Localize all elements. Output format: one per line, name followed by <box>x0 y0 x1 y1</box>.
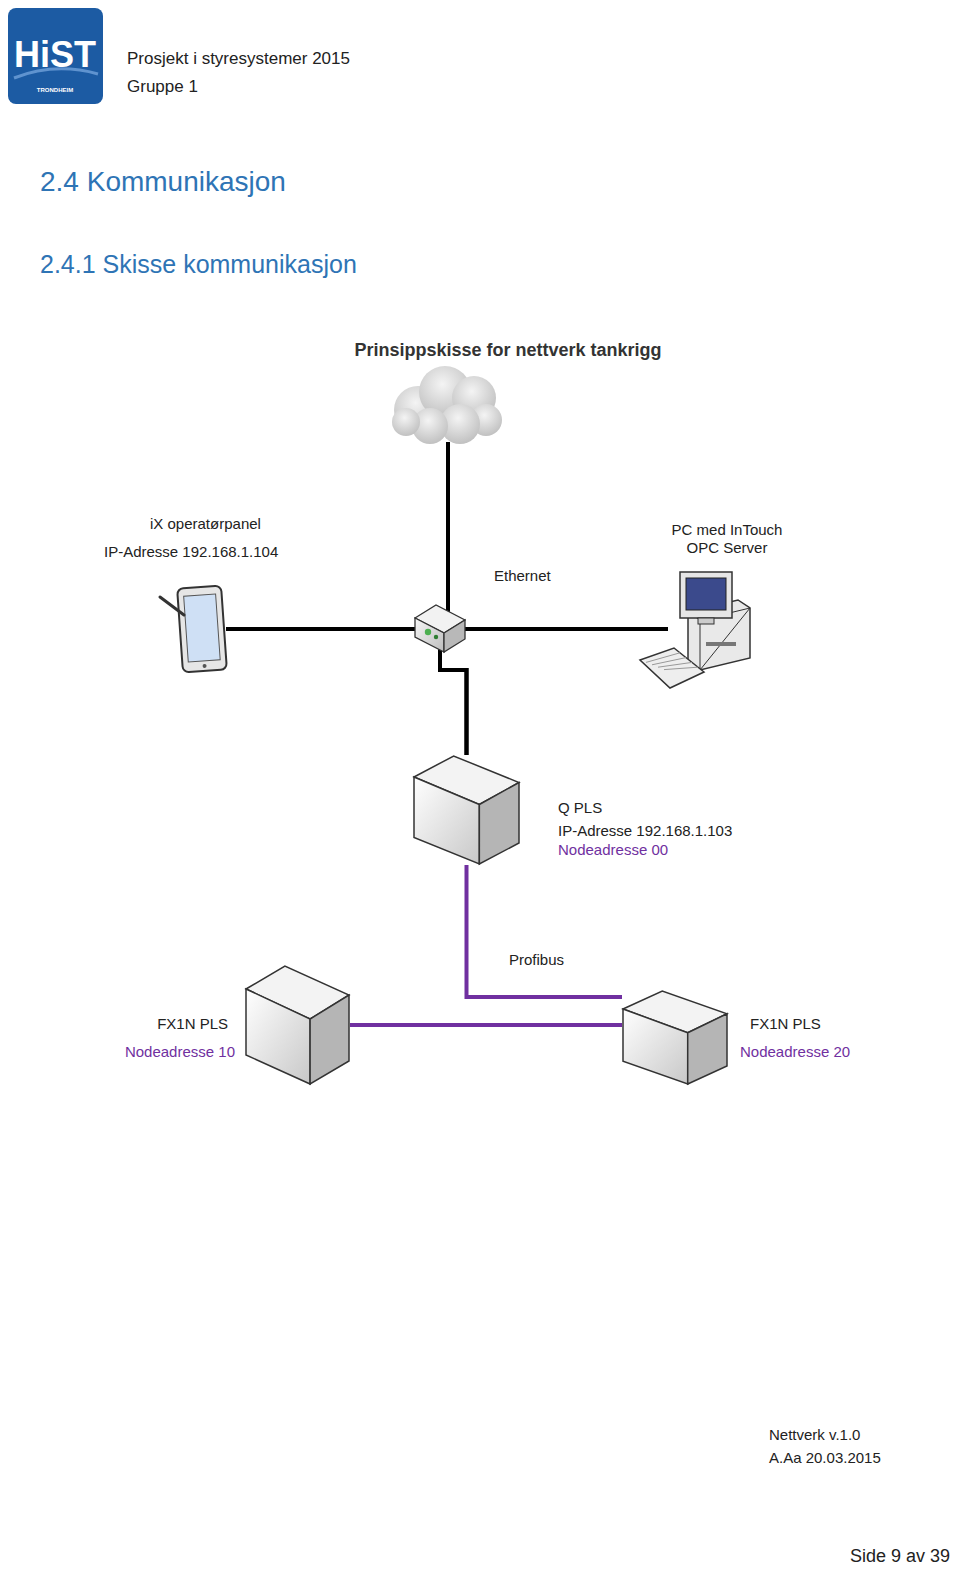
tablet-icon <box>160 586 227 673</box>
device-name: PC med InTouch <box>672 521 783 538</box>
cube-icon <box>246 966 349 1084</box>
profibus-cable <box>350 1023 622 1027</box>
revision-note: Nettverk v.1.0 <box>769 1426 860 1443</box>
cube-icon <box>414 756 519 864</box>
network-switch <box>415 605 465 652</box>
device-address: IP-Adresse 192.168.1.104 <box>104 543 278 560</box>
profibus-cable <box>467 865 623 997</box>
operator-panel: iX operatørpanelIP-Adresse 192.168.1.104 <box>178 585 226 673</box>
subsection-heading: 2.4.1 Skisse kommunikasjon <box>40 250 357 279</box>
internet-cloud <box>392 366 502 444</box>
tablet-figure <box>178 585 226 673</box>
uplink-wire <box>446 442 450 612</box>
logo-subtext: TRONDHEIM <box>37 87 73 94</box>
cube-icon <box>623 991 727 1084</box>
revision-note: A.Aa 20.03.2015 <box>769 1449 881 1466</box>
header-text: Gruppe 1 <box>127 77 198 97</box>
cube-figure <box>622 990 728 1085</box>
device-address: OPC Server <box>687 539 768 556</box>
cube-figure <box>413 755 520 865</box>
device-name: iX operatørpanel <box>150 515 261 532</box>
device-address: Nodeadresse 20 <box>740 1043 850 1060</box>
plc-box: FX1N PLSNodeadresse 10 <box>245 965 350 1085</box>
device-address: IP-Adresse 192.168.1.103 <box>558 822 732 839</box>
cube-figure <box>245 965 350 1085</box>
device-name: Q PLS <box>558 799 602 816</box>
device-name: FX1N PLS <box>750 1015 821 1032</box>
section-heading: 2.4 Kommunikasjon <box>40 166 286 198</box>
connector-label: Ethernet <box>492 567 553 584</box>
device-address: Nodeadresse 00 <box>558 841 668 858</box>
ethernet-cable <box>440 629 668 755</box>
device-address: Nodeadresse 10 <box>125 1043 235 1060</box>
diagram-title: Prinsippskisse for nettverk tankrigg <box>354 340 661 361</box>
pc-workstation: PC med InTouchOPC Server <box>668 570 750 690</box>
ethernet-cable <box>226 629 467 755</box>
plc-box: Q PLSIP-Adresse 192.168.1.103Nodeadresse… <box>413 755 520 865</box>
page-number: Side 9 av 39 <box>850 1546 950 1567</box>
logo <box>8 8 103 104</box>
pc-icon <box>640 572 750 688</box>
device-name: FX1N PLS <box>157 1015 228 1032</box>
pc-figure <box>668 570 750 690</box>
connector-label: Profibus <box>507 951 566 968</box>
logo-text: HiST <box>14 34 96 75</box>
plc-box: FX1N PLSNodeadresse 20 <box>622 990 728 1085</box>
header-text: Prosjekt i styresystemer 2015 <box>127 49 350 69</box>
